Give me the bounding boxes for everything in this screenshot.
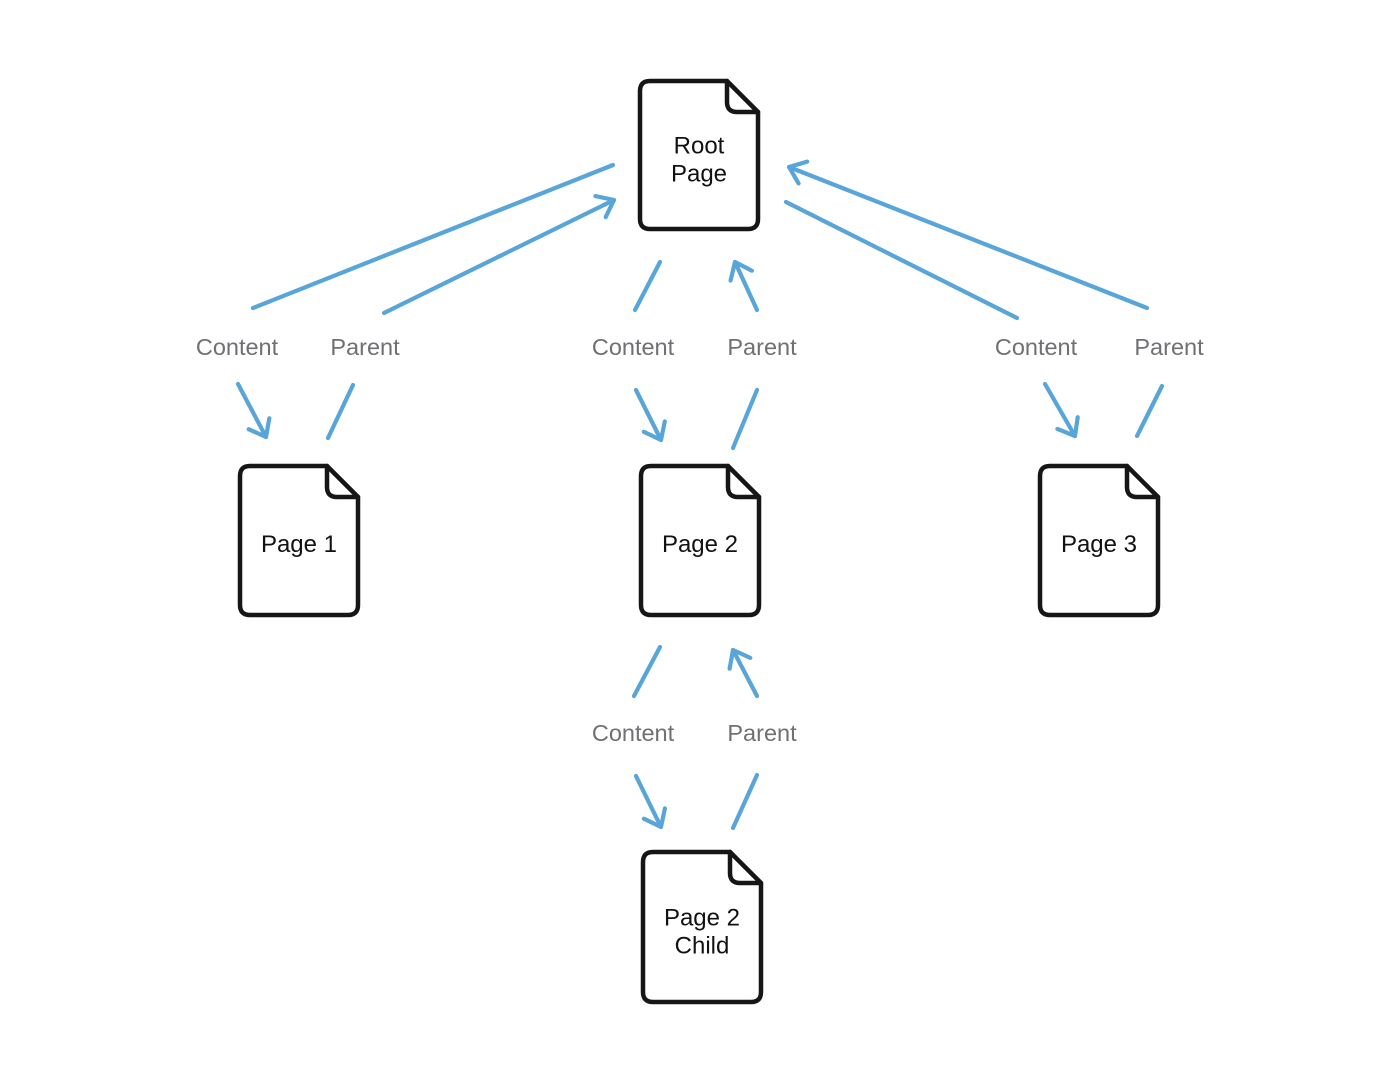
edge-mid-parent-upper-arrowhead-icon <box>728 259 755 283</box>
node-page-1-label-line-1: Page 1 <box>261 531 337 558</box>
edge-left-content-upper-line <box>250 162 616 311</box>
document-fold-icon <box>1124 463 1161 500</box>
edge-label-right-parent: Parent <box>1134 334 1204 360</box>
node-page-1: Page 1 <box>237 463 361 618</box>
edge-bottom-content-upper-line <box>631 644 663 699</box>
node-root-page-label-line-1: Root <box>674 133 725 160</box>
node-page-2-child-label-line-1: Page 2 <box>664 905 740 932</box>
document-icon <box>638 463 762 618</box>
edge-mid-content-upper-line <box>632 259 663 313</box>
node-root-page-label-line-2: Page <box>671 161 727 188</box>
edge-left-parent-lower-line <box>325 382 356 441</box>
edge-label-left-content: Content <box>196 334 279 360</box>
document-icon <box>1037 463 1161 618</box>
edge-right-parent-upper-arrowhead-icon <box>786 159 810 186</box>
edge-label-right-content: Content <box>995 334 1078 360</box>
document-icon <box>640 849 764 1005</box>
edge-mid-content-lower-arrowhead-icon <box>641 419 667 443</box>
edge-right-content-lower-line <box>1042 381 1078 439</box>
node-page-3: Page 3 <box>1037 463 1161 618</box>
edge-label-mid-content: Content <box>592 334 675 360</box>
edge-mid-content-lower-line <box>633 387 664 443</box>
edge-mid-parent-lower-line <box>730 387 760 451</box>
document-fold-icon <box>727 849 764 886</box>
document-fold-icon <box>724 78 761 115</box>
document-fold-icon <box>324 463 361 500</box>
edge-right-parent-upper-line <box>786 164 1150 311</box>
edge-bottom-parent-lower-line <box>730 772 760 831</box>
edge-mid-parent-upper-line <box>732 259 760 313</box>
edge-right-content-upper-line <box>783 199 1020 321</box>
edge-label-mid-parent: Parent <box>727 334 797 360</box>
document-icon <box>637 78 761 232</box>
edge-bottom-parent-upper-line <box>730 647 760 699</box>
edge-left-parent-upper-line <box>381 197 617 316</box>
document-fold-icon <box>725 463 762 500</box>
edge-left-content-lower-line <box>235 381 269 440</box>
document-icon <box>237 463 361 618</box>
edge-label-bottom-parent: Parent <box>727 720 797 746</box>
edge-bottom-content-lower-line <box>633 773 664 830</box>
edge-right-parent-lower-line <box>1134 383 1165 439</box>
node-page-2: Page 2 <box>638 463 762 618</box>
edge-label-bottom-content: Content <box>592 720 675 746</box>
edge-right-content-lower-arrowhead-icon <box>1055 415 1080 439</box>
node-page-2-child-label-line-2: Child <box>675 933 730 960</box>
edge-bottom-parent-upper-arrowhead-icon <box>727 647 753 671</box>
node-page-3-label-line-1: Page 3 <box>1061 531 1137 558</box>
edge-left-content-lower-arrowhead-icon <box>246 416 272 440</box>
edge-left-parent-upper-arrowhead-icon <box>593 194 617 220</box>
node-page-2-label-line-1: Page 2 <box>662 531 738 558</box>
edge-bottom-content-lower-arrowhead-icon <box>641 806 668 830</box>
edge-label-left-parent: Parent <box>330 334 400 360</box>
